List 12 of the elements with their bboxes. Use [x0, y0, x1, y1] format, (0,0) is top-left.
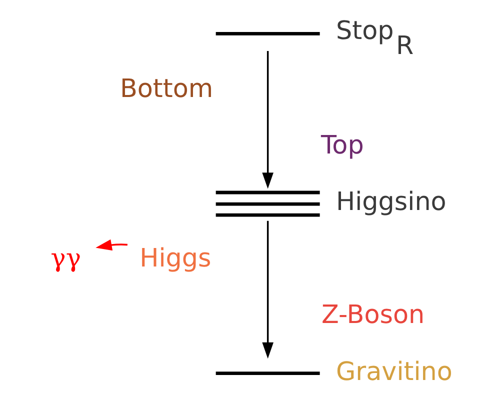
arrow [262, 220, 273, 359]
label: Z-Boson [321, 299, 424, 330]
node-text: γγ [50, 242, 81, 273]
node-bar [215, 32, 320, 36]
label: Bottom [119, 72, 213, 103]
node-label: Higgsino [335, 186, 446, 216]
label: Top [320, 129, 364, 160]
node-text: Higgs [139, 242, 211, 273]
node-label: Gravitino [335, 356, 452, 386]
arrow [262, 51, 273, 189]
node-bar [215, 372, 320, 376]
arrow [95, 239, 127, 251]
